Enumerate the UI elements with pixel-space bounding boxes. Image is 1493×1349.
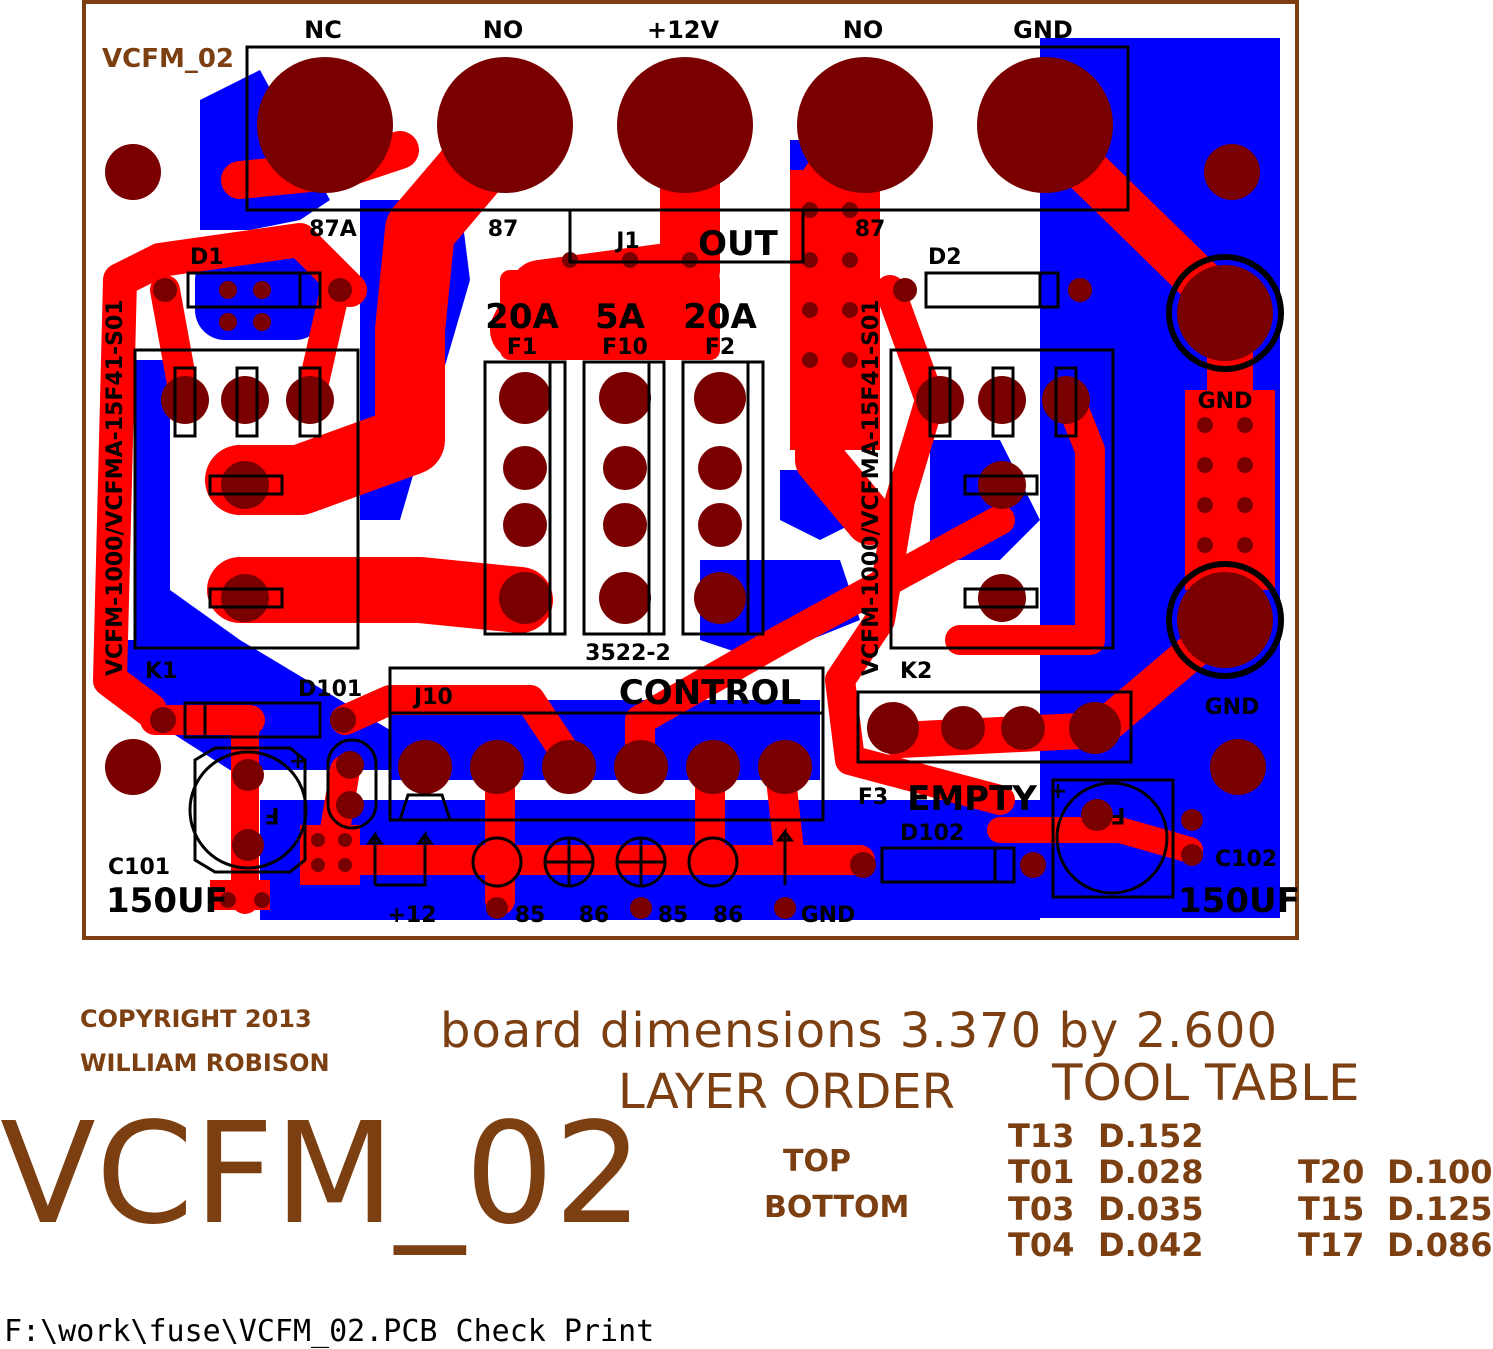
mounting-rings [1166,254,1284,679]
tool-t13-dia: D.152 [1098,1117,1204,1155]
polarity-mark-c101: + [289,749,307,774]
ctrl-pin-5: 86 [713,903,744,928]
ctrl-pin-6: GND [801,903,856,928]
file-path: F:\work\fuse\VCFM_02.PCB Check Print [4,1314,655,1349]
diode-ref-d101: D101 [298,677,362,702]
j10-label: CONTROL [619,673,801,713]
board-name-label: VCFM_02 [102,44,234,74]
tool-t01: T01 [1008,1153,1075,1191]
fuse-rating-f10: 5A [595,297,646,337]
silkscreen-outlines [133,45,1175,899]
tool-t01-dia: D.028 [1098,1153,1204,1191]
layer-top: TOP [783,1144,851,1179]
layer-bottom: BOTTOM [764,1190,910,1225]
ctrl-pin-2: 85 [515,903,546,928]
tool-t15: T15 [1298,1190,1365,1228]
layer-order-title: LAYER ORDER [618,1064,955,1120]
pads [105,57,1273,919]
ctrl-pin-1: +12 [387,903,436,928]
tool-t03-dia: D.035 [1098,1190,1204,1228]
j1-ref: J1 [614,229,640,254]
term-label-5: GND [1013,16,1073,44]
term-label-2: NO [483,16,524,44]
ctrl-pin-4: 85 [658,903,689,928]
tool-t17: T17 [1298,1226,1365,1264]
copyright-line-2: WILLIAM ROBISON [80,1049,330,1077]
tool-t17-dia: D.086 [1387,1226,1493,1264]
term-label-3: +12V [647,16,720,44]
fuse-ref-f1: F1 [507,335,537,360]
tool-t04-dia: D.042 [1098,1226,1204,1264]
f3-ref: F3 [858,785,888,810]
relay-ref-k2: K2 [900,659,932,684]
tool-t20-dia: D.100 [1387,1153,1493,1191]
term-label-4: NO [843,16,884,44]
fuse-rating-f1: 20A [485,297,559,337]
term-label-1: NC [304,16,342,44]
copyright-line-1: COPYRIGHT 2013 [80,1005,312,1033]
cap-value-c101: 150UF [106,881,228,921]
cap-mark-c101: F [264,802,279,827]
fuse-holder-part: 3522-2 [585,641,671,666]
j10-ref: J10 [412,685,453,710]
tool-t13: T13 [1008,1117,1075,1155]
tool-t20: T20 [1298,1153,1365,1191]
ctrl-pin-3: 86 [579,903,610,928]
relay-ref-k1: K1 [145,659,177,684]
pin-label-87-b: 87 [855,217,886,242]
gnd-label-lower: GND [1205,695,1260,720]
big-title: VCFM_02 [0,1093,643,1256]
diode-ref-d102: D102 [900,821,964,846]
tool-t15-dia: D.125 [1387,1190,1493,1228]
board-dimensions: board dimensions 3.370 by 2.600 [440,1003,1278,1059]
cap-mark-c102: F [1110,802,1125,827]
cap-ref-c102: C102 [1215,847,1277,872]
cap-value-c102: 150UF [1178,881,1300,921]
fuse-ref-f10: F10 [602,335,648,360]
j1-label: OUT [698,224,779,264]
silkscreen-labels: NC NO +12V NO GND 87A 87 87 J1 OUT 20A 5… [102,16,1300,928]
pin-label-87a: 87A [309,217,357,242]
polarity-mark-c102: + [1049,779,1067,804]
cap-ref-c101: C101 [108,855,170,880]
gnd-label-upper: GND [1198,389,1253,414]
tool-t04: T04 [1008,1226,1075,1264]
f3-label: EMPTY [907,779,1037,819]
relay-part-k1: VCFM-1000/VCFMA-15F41-S01 [103,299,128,676]
fuse-rating-f2: 20A [683,297,757,337]
pin-label-87-a: 87 [488,217,519,242]
diode-ref-d2: D2 [928,245,962,270]
fuse-ref-f2: F2 [705,335,735,360]
tool-table-title: TOOL TABLE [1052,1054,1360,1112]
relay-part-k2: VCFM-1000/VCFMA-15F41-S01 [859,299,884,676]
tool-t03: T03 [1008,1190,1075,1228]
diode-ref-d1: D1 [190,245,224,270]
